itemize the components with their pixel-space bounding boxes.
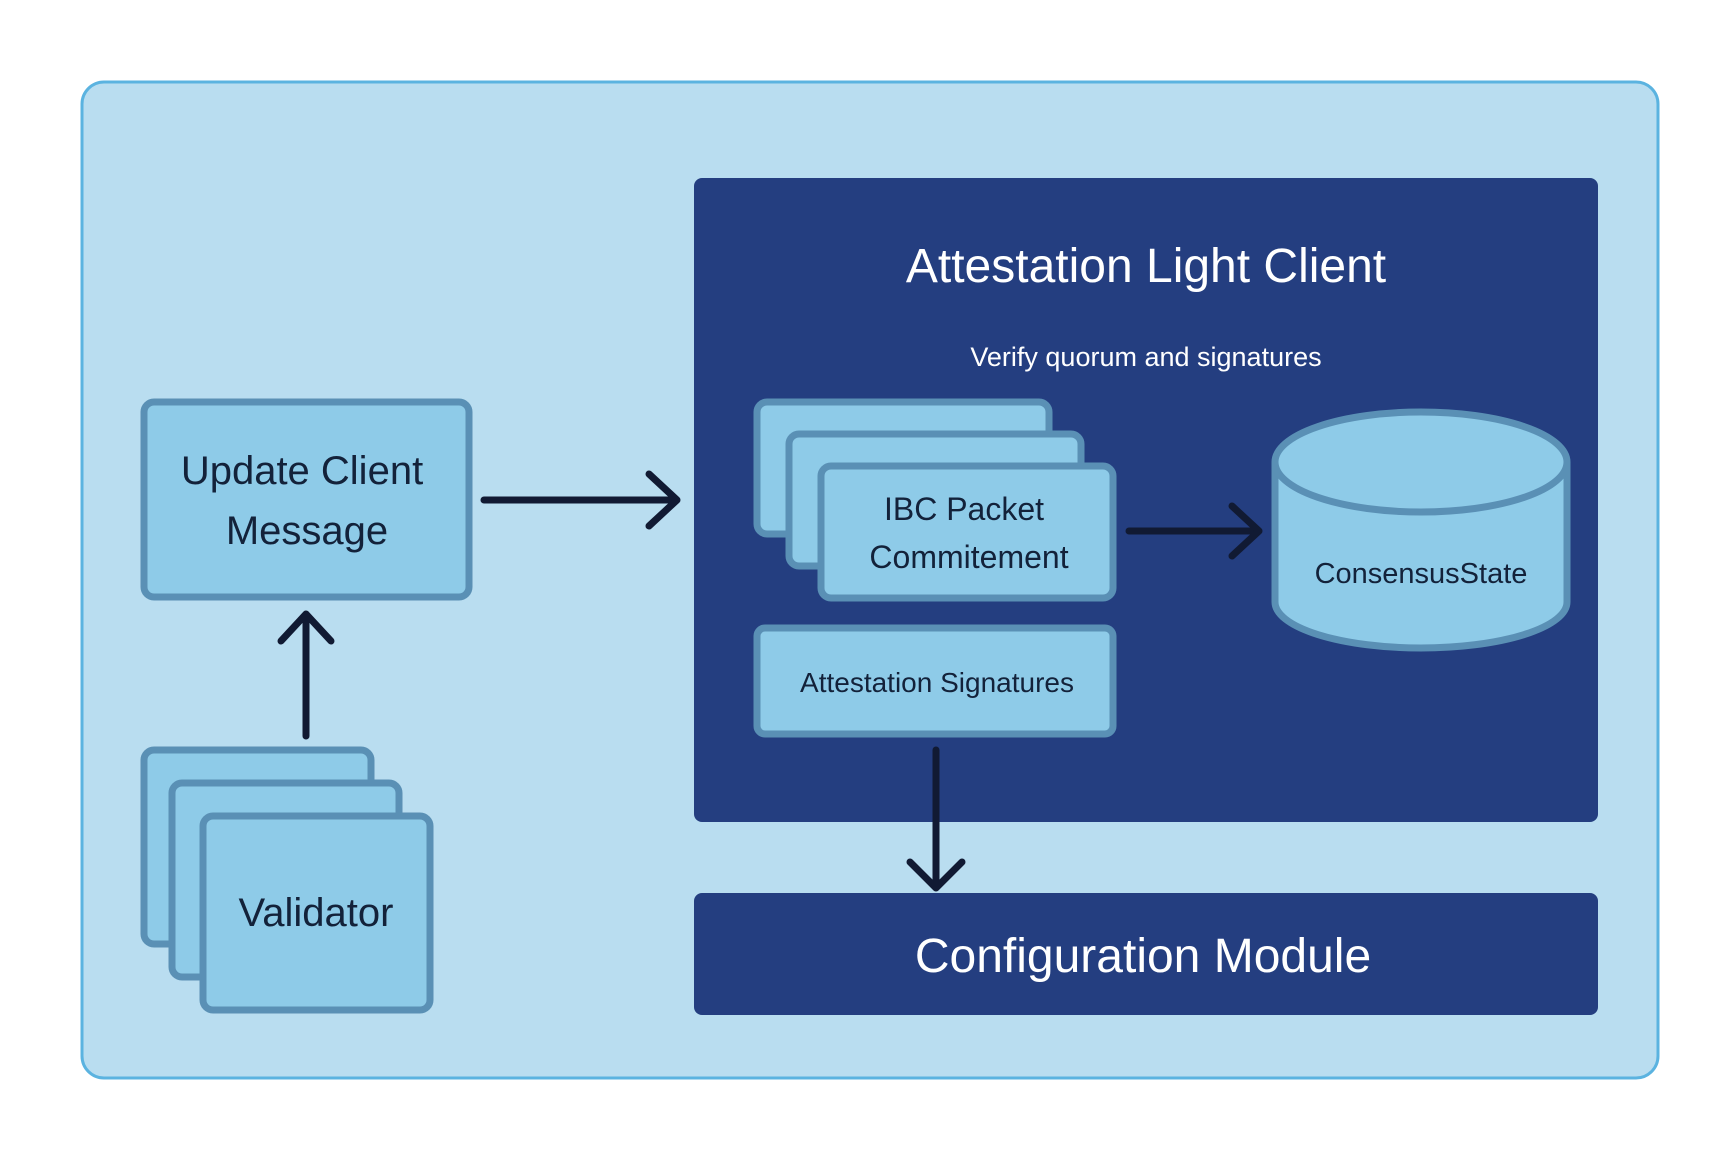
ibc-packet-label-line1: IBC Packet <box>884 491 1044 527</box>
validator-stack: Validator <box>140 746 434 1014</box>
ibc-packet-stack: IBC Packet Commitement <box>753 398 1117 602</box>
update-client-message-label-line1: Update Client <box>181 449 423 493</box>
arrow-update-to-light-client <box>480 470 681 530</box>
configuration-module-label: Configuration Module <box>915 930 1371 983</box>
validator-card-front <box>199 812 434 1014</box>
ibc-packet-label-line2: Commitement <box>869 539 1068 575</box>
cylinder-top <box>1271 408 1571 516</box>
light-client-title: Attestation Light Client <box>906 240 1386 293</box>
attestation-signatures-box <box>753 624 1117 738</box>
validator-label: Validator <box>239 891 394 935</box>
update-client-message-box <box>140 398 473 601</box>
update-client-message-label-line2: Message <box>226 509 388 553</box>
arrow-signatures-to-configuration <box>906 746 966 892</box>
light-client-subtitle: Verify quorum and signatures <box>970 342 1321 372</box>
configuration-module-panel <box>694 893 1598 1015</box>
arrow-ibc-to-consensus <box>1125 502 1263 560</box>
arrow-validator-to-update <box>277 610 335 740</box>
attestation-signatures-label: Attestation Signatures <box>800 667 1074 698</box>
consensus-state-database: ConsensusState <box>1271 408 1571 652</box>
consensus-state-label: ConsensusState <box>1315 558 1528 590</box>
ibc-card-front <box>817 462 1117 602</box>
